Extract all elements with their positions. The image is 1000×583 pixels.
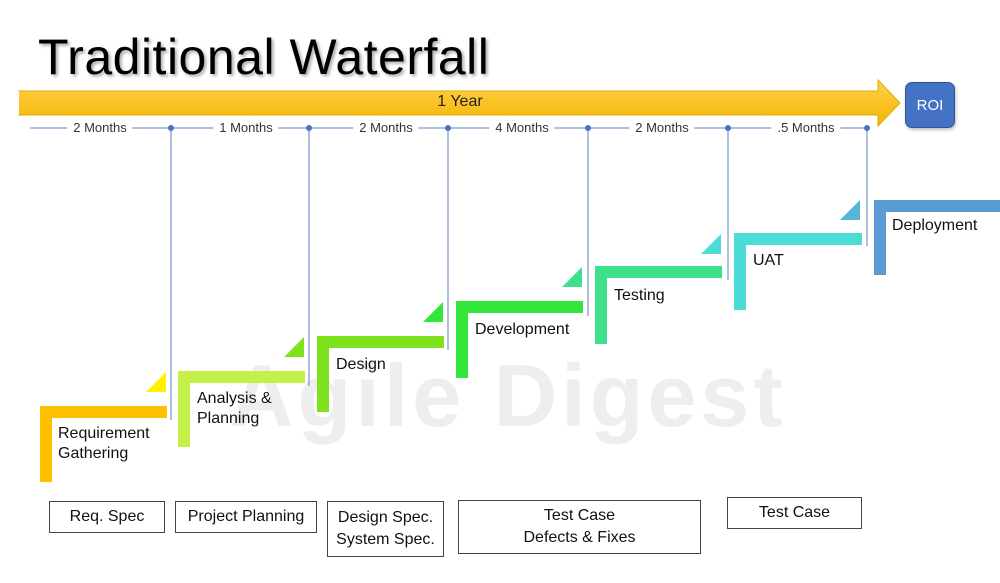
duration-label-4: 4 Months bbox=[489, 120, 555, 135]
phase-label-line: Analysis & Planning bbox=[197, 389, 272, 429]
phase-label-line: Testing bbox=[614, 286, 665, 306]
phase-label-text: Deployment bbox=[892, 217, 978, 234]
phase-connectors bbox=[168, 125, 870, 420]
phase-step-design bbox=[317, 302, 444, 412]
phase-step-uat bbox=[734, 200, 862, 310]
duration-label-2: 1 Months bbox=[213, 120, 279, 135]
phase-label-text: Planning bbox=[197, 410, 260, 427]
phase-label-text: Design bbox=[336, 356, 386, 373]
deliverable-design-spec: Design Spec. System Spec. bbox=[327, 501, 444, 557]
milestone-dot-3 bbox=[445, 125, 451, 131]
phase-label-text: UAT bbox=[753, 252, 784, 269]
timeline-arrow bbox=[17, 78, 901, 128]
deliverable-line: System Spec. bbox=[336, 531, 435, 548]
deliverable-text: Design Spec. System Spec. bbox=[336, 507, 435, 551]
deliverable-line: Defects & Fixes bbox=[523, 529, 636, 546]
phase-label-text: Development bbox=[475, 321, 570, 338]
duration-label-1: 2 Months bbox=[67, 120, 133, 135]
phase-label-design: Design bbox=[336, 355, 386, 375]
timeline-label: 1 Year bbox=[437, 93, 483, 110]
roi-box: ROI bbox=[905, 82, 955, 128]
milestone-dot-6 bbox=[864, 125, 870, 131]
phase-step-deployment bbox=[874, 200, 1000, 275]
milestone-dot-1 bbox=[168, 125, 174, 131]
deliverable-line: Test Case bbox=[543, 507, 616, 524]
deliverable-text: Test Case bbox=[759, 502, 830, 524]
phase-label-line: Design bbox=[336, 355, 386, 375]
milestone-dot-4 bbox=[585, 125, 591, 131]
deliverable-text: Req. Spec bbox=[70, 506, 145, 528]
deliverable-test-case: Test Case bbox=[727, 497, 862, 529]
phase-label-text: Requirement bbox=[58, 425, 150, 442]
phase-label-text: Gathering bbox=[58, 445, 129, 462]
phase-step-development bbox=[456, 267, 583, 378]
milestone-dot-2 bbox=[306, 125, 312, 131]
deliverable-req-spec: Req. Spec bbox=[49, 501, 165, 533]
phase-label-text: Analysis & bbox=[197, 390, 272, 407]
phase-label-deployment: Deployment bbox=[892, 216, 977, 236]
phase-label-development: Development bbox=[475, 320, 569, 340]
phase-step-testing bbox=[595, 234, 722, 344]
phase-label-line: Deployment bbox=[892, 216, 977, 236]
phase-step-analysis bbox=[178, 337, 305, 447]
milestone-dot-5 bbox=[725, 125, 731, 131]
duration-label-3: 2 Months bbox=[353, 120, 419, 135]
phase-label-line: UAT bbox=[753, 251, 784, 271]
phase-label-testing: Testing bbox=[614, 286, 665, 306]
duration-label-5: 2 Months bbox=[629, 120, 695, 135]
phase-label-uat: UAT bbox=[753, 251, 784, 271]
deliverable-line: Test Case bbox=[758, 504, 831, 521]
phase-step-requirement bbox=[40, 372, 167, 482]
deliverable-project-planning: Project Planning bbox=[175, 501, 317, 533]
phase-label-text: Testing bbox=[614, 287, 665, 304]
page-title: Traditional Waterfall bbox=[38, 29, 490, 85]
phase-label-analysis: Analysis & Planning bbox=[197, 389, 272, 429]
deliverable-line: Project Planning bbox=[187, 508, 305, 525]
phase-label-line: Development bbox=[475, 320, 569, 340]
duration-label-6: .5 Months bbox=[771, 120, 841, 135]
deliverable-line: Design Spec. bbox=[337, 509, 434, 526]
deliverable-line: Req. Spec bbox=[69, 508, 145, 525]
deliverable-text: Project Planning bbox=[188, 506, 305, 528]
